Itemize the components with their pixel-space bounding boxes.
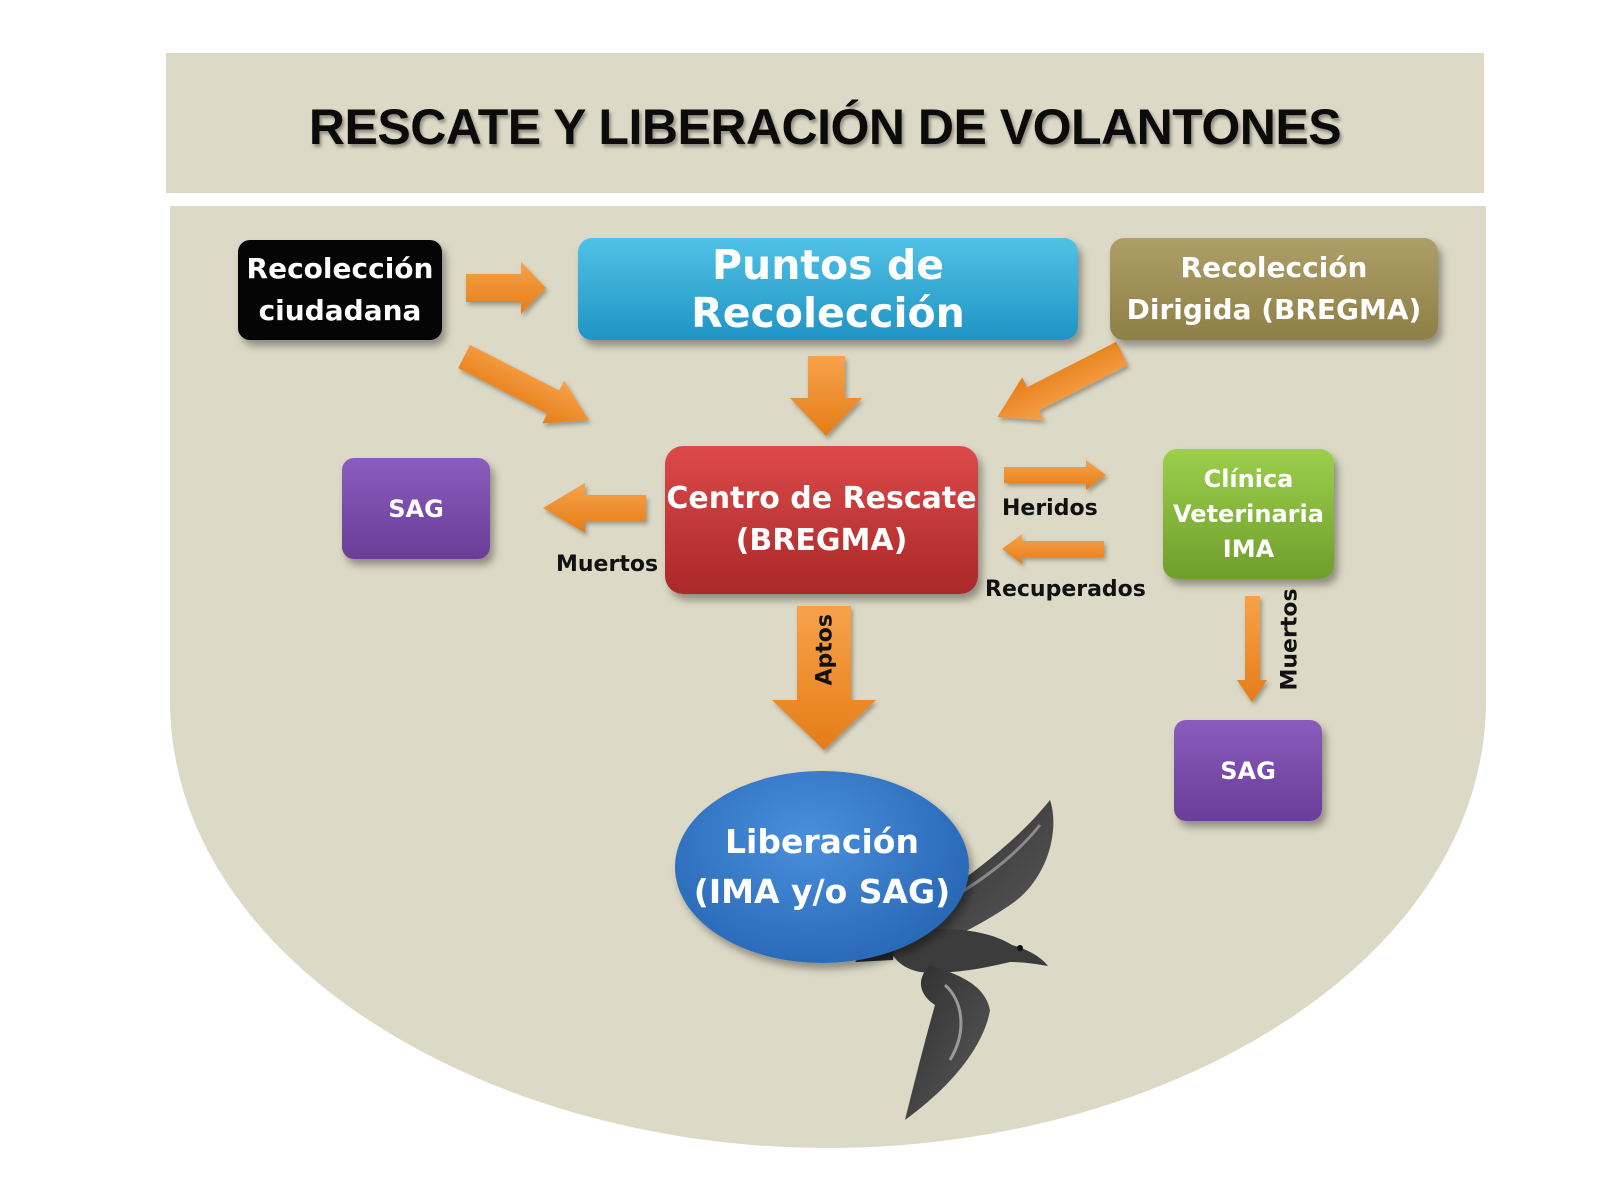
recoleccion-dirigida-line-1: Recolección xyxy=(1180,251,1368,284)
page-title: RESCATE Y LIBERACIÓN DE VOLANTONES xyxy=(308,99,1342,155)
centro-rescate-line-1: Centro de Rescate xyxy=(666,481,977,516)
puntos-recoleccion-label: Puntos de Recolección xyxy=(691,241,965,337)
arrow-dirigida-to-centro xyxy=(997,341,1128,421)
recoleccion-ciudadana-box: Recolección ciudadana xyxy=(238,240,442,340)
recoleccion-dirigida-line-2: Dirigida (BREGMA) xyxy=(1126,293,1422,326)
liberacion-line-1: Liberación xyxy=(725,822,919,861)
sag-right-box: SAG xyxy=(1174,720,1322,821)
centro-rescate-line-2: (BREGMA) xyxy=(735,523,908,558)
sag-right-label: SAG xyxy=(1220,756,1276,785)
clinica-line-2: Veterinaria xyxy=(1173,499,1324,528)
liberacion-line-2: (IMA y/o SAG) xyxy=(693,872,951,911)
recoleccion-ciudadana-line-2: ciudadana xyxy=(258,294,422,327)
arrow-ciudadana-to-centro xyxy=(458,345,589,424)
arrow-recuperados xyxy=(1002,534,1104,564)
sag-left-box: SAG xyxy=(342,458,490,559)
arrow-centro-to-sag-left xyxy=(543,483,646,533)
recoleccion-dirigida-box: Recolección Dirigida (BREGMA) xyxy=(1110,238,1438,340)
sag-left-label: SAG xyxy=(388,494,444,523)
edge-label-muertos-left: Muertos xyxy=(556,552,659,577)
edge-label-aptos: Aptos xyxy=(812,614,838,686)
clinica-line-3: IMA xyxy=(1222,534,1275,563)
edge-label-recuperados: Recuperados xyxy=(985,577,1146,602)
centro-rescate-box: Centro de Rescate (BREGMA) xyxy=(665,446,978,594)
recoleccion-ciudadana-line-1: Recolección xyxy=(246,252,434,285)
arrow-aptos xyxy=(772,606,876,750)
clinica-line-1: Clínica xyxy=(1203,464,1294,493)
edge-label-muertos-right: Muertos xyxy=(1277,588,1303,691)
arrow-heridos xyxy=(1004,460,1106,490)
arrow-clinica-to-sag-right xyxy=(1237,596,1267,702)
puntos-recoleccion-box: Puntos de Recolección xyxy=(578,238,1078,340)
clinica-veterinaria-box: Clínica Veterinaria IMA xyxy=(1163,449,1334,579)
edge-label-heridos: Heridos xyxy=(1002,496,1098,521)
title-band xyxy=(166,53,1484,193)
arrow-puntos-to-centro xyxy=(790,356,862,436)
arrow-ciudadana-to-puntos xyxy=(466,262,546,314)
liberacion-ellipse: Liberación (IMA y/o SAG) xyxy=(675,771,969,963)
